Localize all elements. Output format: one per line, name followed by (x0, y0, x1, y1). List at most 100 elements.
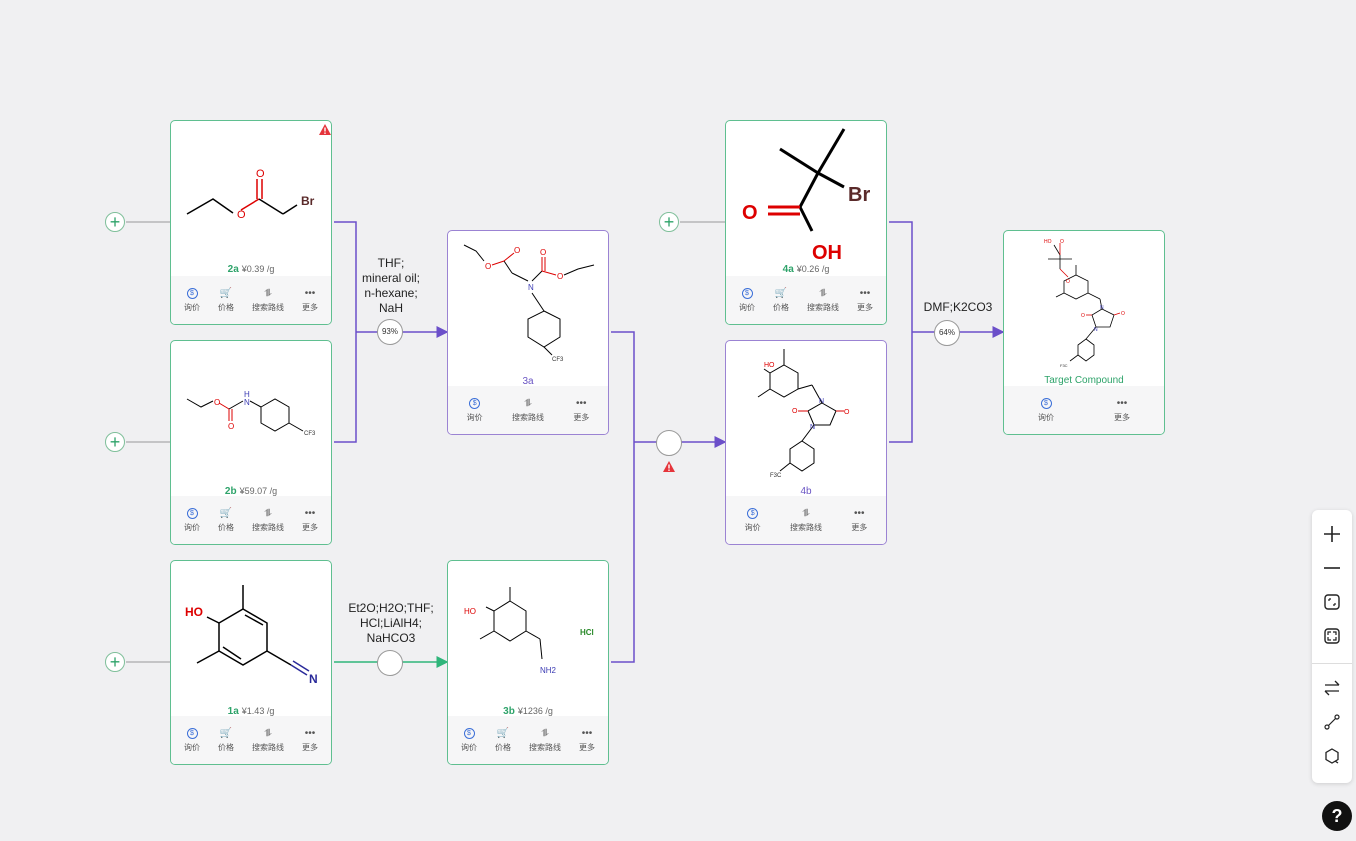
reaction-conditions-2: Et2O;H2O;THF;HCl;LiAlH4; NaHCO3 (348, 601, 434, 645)
more-button[interactable]: •••更多 (1114, 397, 1130, 422)
fit-view-icon[interactable] (1322, 592, 1342, 612)
atom-label: N (1100, 305, 1104, 311)
reaction-node-3[interactable] (656, 430, 682, 456)
reaction-conditions-1: THF;mineral oil; n-hexane;NaH (361, 256, 421, 315)
inquiry-button[interactable]: $询价 (184, 508, 200, 532)
compound-caption: 4a¥0.26 /g (726, 264, 886, 275)
route-icon[interactable] (1322, 712, 1342, 732)
card-actions: $询价 🛒价格 ⥮搜索路线 •••更多 (726, 276, 886, 324)
inquiry-button[interactable]: $询价 (744, 508, 761, 532)
compound-card-4a[interactable]: O OH Br 4a¥0.26 /g $询价 🛒价格 ⥮搜索路线 •••更多 (725, 120, 887, 325)
compound-id: 4a (782, 264, 794, 275)
compound-card-3a[interactable]: O O O O N CF3 3a $询价 ⥮搜索路线 •••更多 (447, 230, 609, 435)
fullscreen-icon[interactable] (1322, 626, 1342, 646)
search-route-button[interactable]: ⥮搜索路线 (252, 727, 284, 752)
compound-card-3b[interactable]: HO NH2 HCl 3b¥1236 /g $询价 🛒价格 ⥮搜索路线 •••更… (447, 560, 609, 765)
atom-label: N (309, 672, 318, 686)
compound-card-1a[interactable]: HO N 1a¥1.43 /g $询价 🛒价格 ⥮搜索路线 •••更多 (170, 560, 332, 765)
more-button[interactable]: •••更多 (573, 397, 590, 422)
atom-label: N (810, 424, 815, 431)
search-route-button[interactable]: ⥮搜索路线 (807, 287, 839, 312)
atom-label: O (514, 246, 520, 255)
price-button[interactable]: 🛒价格 (218, 727, 234, 752)
target-compound-card[interactable]: HO O O O O N N F3C Target Compound $询价 •… (1003, 230, 1165, 435)
inquiry-button[interactable]: $询价 (461, 728, 477, 752)
compound-card-2a[interactable]: O O Br 2a¥0.39 /g $询价 🛒价格 ⥮搜索路线 •••更多 (170, 120, 332, 325)
atom-label: N (244, 398, 250, 407)
compound-id: 4b (800, 486, 812, 497)
compound-id: 1a (227, 706, 239, 717)
atom-label: O (742, 202, 758, 224)
search-route-button[interactable]: ⥮搜索路线 (252, 287, 284, 312)
compound-caption: 3b¥1236 /g (448, 706, 608, 717)
search-route-button[interactable]: ⥮搜索路线 (511, 397, 544, 422)
more-button[interactable]: •••更多 (302, 287, 318, 312)
atom-label: O (1060, 239, 1064, 245)
atom-label: HO (464, 607, 476, 616)
reaction-node-2[interactable] (377, 650, 403, 676)
zoom-in-icon[interactable] (1322, 524, 1342, 544)
card-actions: $询价 ⥮搜索路线 •••更多 (448, 386, 608, 434)
inquiry-button[interactable]: $询价 (466, 398, 483, 422)
atom-label: OH (812, 242, 842, 261)
add-route-button-2b[interactable]: + (105, 432, 125, 452)
inquiry-button[interactable]: $询价 (739, 288, 755, 312)
swap-icon[interactable] (1322, 678, 1342, 698)
atom-label: O (214, 398, 220, 407)
more-button[interactable]: •••更多 (302, 727, 318, 752)
more-button[interactable]: •••更多 (579, 727, 595, 752)
inquiry-button[interactable]: $询价 (184, 728, 200, 752)
atom-label: HO (1044, 239, 1052, 245)
atom-label: F3C (1060, 363, 1068, 368)
more-icon: ••• (859, 287, 871, 299)
dollar-icon: $ (469, 398, 481, 409)
card-actions: $询价 🛒价格 ⥮搜索路线 •••更多 (171, 716, 331, 764)
inquiry-button[interactable]: $询价 (184, 288, 200, 312)
cart-icon: 🛒 (219, 287, 233, 299)
add-route-button-1a[interactable]: + (105, 652, 125, 672)
warning-icon (319, 124, 331, 135)
search-route-button[interactable]: ⥮搜索路线 (529, 727, 561, 752)
atom-label: H (244, 390, 250, 399)
compound-card-2b[interactable]: O O H N CF3 2b¥59.07 /g $询价 🛒价格 ⥮搜索路线 ••… (170, 340, 332, 545)
compound-card-4b[interactable]: HO O O N N F3C 4b $询价 ⥮搜索路线 •••更多 (725, 340, 887, 545)
molecule-structure-target: HO O O O O N N F3C (1044, 239, 1125, 368)
price-button[interactable]: 🛒价格 (773, 287, 789, 312)
zoom-out-icon[interactable] (1322, 558, 1342, 578)
inquiry-button[interactable]: $询价 (1038, 398, 1054, 422)
search-route-button[interactable]: ⥮搜索路线 (252, 507, 284, 532)
dollar-icon: $ (741, 288, 753, 299)
price-button[interactable]: 🛒价格 (218, 287, 234, 312)
toolbar-divider (1312, 663, 1352, 664)
refresh-molecule-icon[interactable] (1322, 746, 1342, 766)
dollar-icon: $ (186, 288, 198, 299)
atom-label: NH2 (540, 666, 557, 675)
dollar-icon: $ (186, 728, 198, 739)
compound-price: ¥0.26 /g (796, 264, 830, 274)
compound-id: 2a (227, 264, 239, 275)
atom-label: O (792, 408, 798, 415)
add-route-button-4a[interactable]: + (659, 212, 679, 232)
more-icon: ••• (854, 507, 865, 519)
reaction-yield-badge-4[interactable]: 64% (934, 320, 960, 346)
help-button[interactable]: ? (1322, 801, 1352, 831)
compound-id: 3a (522, 376, 534, 387)
atom-label: N (1094, 327, 1098, 333)
more-button[interactable]: •••更多 (851, 507, 868, 532)
atom-label: O (1081, 313, 1085, 319)
compound-caption: Target Compound (1004, 375, 1164, 386)
price-button[interactable]: 🛒价格 (495, 727, 511, 752)
compound-price: ¥0.39 /g (241, 264, 275, 274)
reaction-yield-badge-1[interactable]: 93% (377, 319, 403, 345)
search-route-button[interactable]: ⥮搜索路线 (789, 507, 822, 532)
more-button[interactable]: •••更多 (857, 287, 873, 312)
price-button[interactable]: 🛒价格 (218, 507, 234, 532)
route-icon: ⥮ (524, 397, 532, 409)
atom-label: Br (301, 194, 315, 208)
more-button[interactable]: •••更多 (302, 507, 318, 532)
atom-label: CF3 (552, 357, 564, 363)
add-route-button-2a[interactable]: + (105, 212, 125, 232)
compound-caption: 4b (726, 486, 886, 497)
molecule-structure-2b: O O H N CF3 (186, 390, 316, 437)
route-icon: ⥮ (264, 287, 272, 299)
